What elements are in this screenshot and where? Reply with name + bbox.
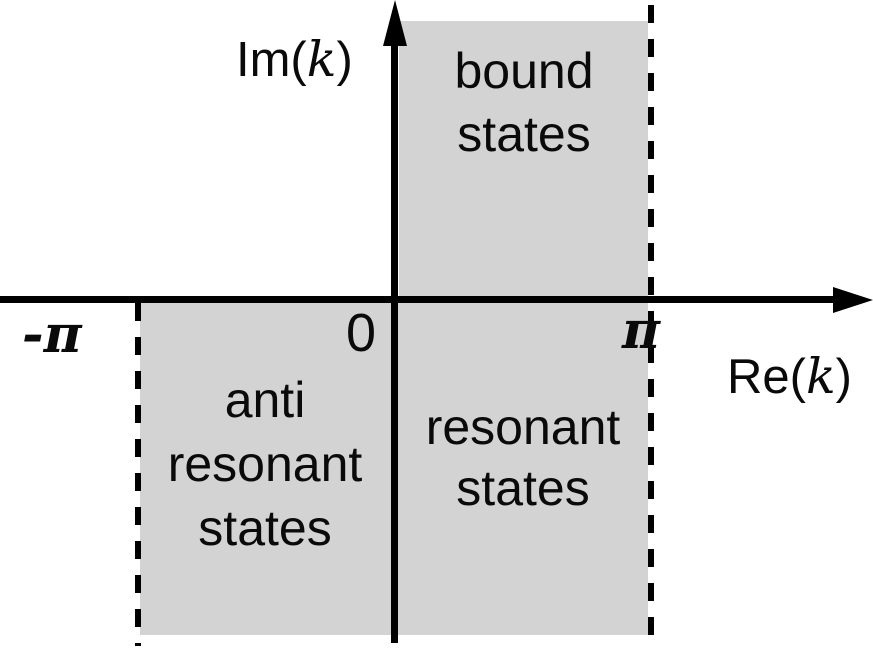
- imaginary-axis-label: Im(k): [236, 33, 353, 88]
- anti-resonant-states-label-line2: resonant: [167, 436, 363, 492]
- resonant-states-label-line1: resonant: [425, 399, 621, 455]
- tick-plus-pi: π: [622, 300, 661, 361]
- dashed-line-minus-pi: [135, 303, 141, 646]
- anti-resonant-states-label-line1: anti: [224, 372, 306, 428]
- dashed-line-plus-pi: [648, 5, 654, 649]
- bound-states-label-line2: states: [457, 106, 591, 162]
- real-axis-variable: k: [805, 348, 836, 405]
- tick-origin: 0: [346, 303, 377, 363]
- real-axis-label: Re(k): [727, 350, 852, 405]
- imaginary-axis-variable: k: [306, 31, 337, 88]
- bound-states-label-line1: bound: [454, 43, 594, 99]
- bound-states-region-fill: [399, 21, 648, 300]
- real-axis-label-suffix: ): [835, 350, 852, 404]
- resonant-states-label-line2: states: [456, 460, 590, 516]
- resonant-states-label: resonant states: [396, 397, 650, 519]
- tick-minus-pi: -π: [22, 304, 82, 365]
- imaginary-axis-label-suffix: ): [336, 33, 353, 87]
- anti-resonant-states-label: anti resonant states: [138, 368, 392, 560]
- real-axis-line: [0, 296, 836, 303]
- anti-resonant-states-label-line3: states: [198, 500, 332, 556]
- real-axis-label-prefix: Re(: [727, 350, 806, 404]
- bound-states-label: bound states: [399, 40, 649, 166]
- real-axis-arrowhead-icon: [833, 287, 873, 313]
- imaginary-axis-line: [391, 28, 398, 643]
- imaginary-axis-arrowhead-icon: [383, 0, 407, 46]
- imaginary-axis-label-prefix: Im(: [236, 33, 307, 87]
